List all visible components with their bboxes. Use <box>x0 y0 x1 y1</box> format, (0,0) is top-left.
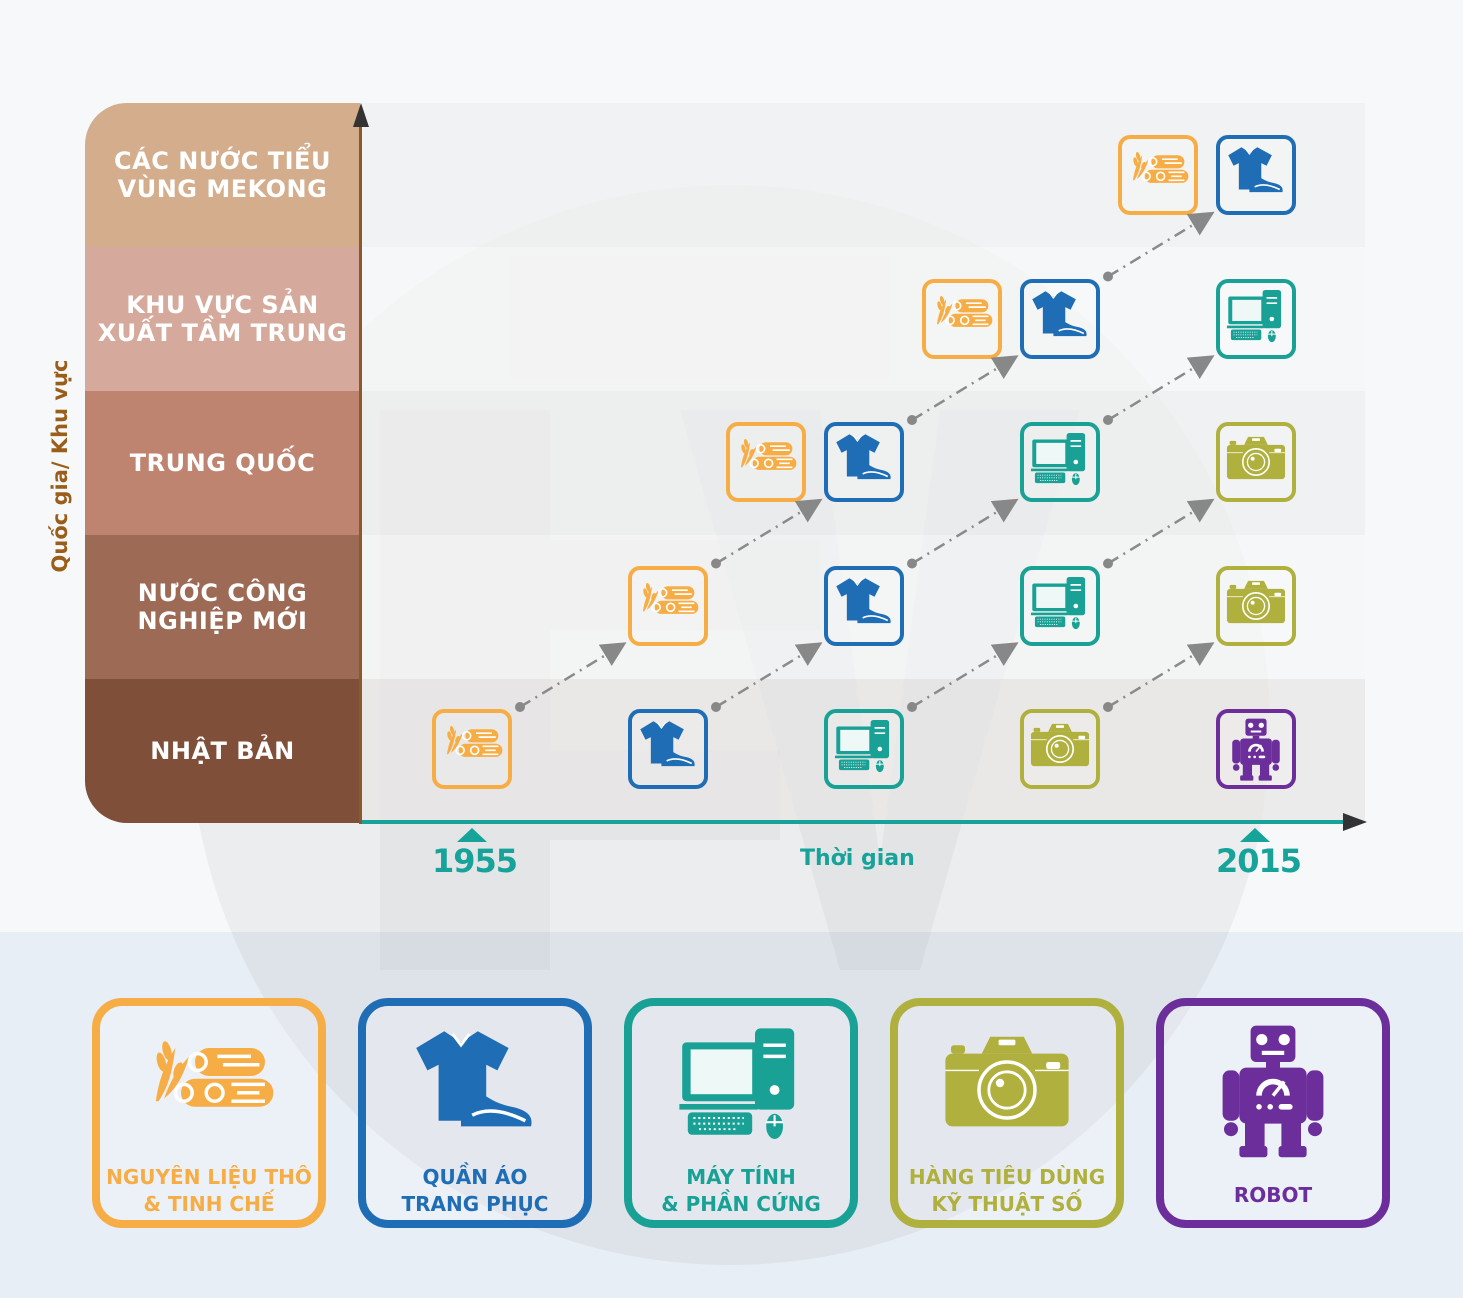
y-axis-line <box>359 112 362 824</box>
legend-label-line: ROBOT <box>1233 1183 1313 1207</box>
shirt-shoe-icon <box>1228 147 1283 193</box>
legend-label-line: QUẦN ÁO <box>422 1165 528 1189</box>
grid-cell-china-digital <box>1216 422 1296 502</box>
x-tick-start-label: 1955 <box>432 842 518 880</box>
computer-icon <box>834 719 890 773</box>
grid-cell-japan-robot <box>1216 709 1296 789</box>
x-tick-end-label: 2015 <box>1216 842 1302 880</box>
region-label-china: TRUNG QUỐC <box>85 391 360 535</box>
robot-icon <box>1222 1025 1324 1158</box>
robot-icon <box>1232 718 1280 781</box>
x-tick-start-marker <box>457 828 487 842</box>
computer-icon <box>1030 432 1086 486</box>
shirt-shoe-icon <box>836 434 891 480</box>
grid-cell-mid-computer <box>1216 278 1296 359</box>
region-label-line: NHẬT BẢN <box>150 737 295 765</box>
legend-item-computer: MÁY TÍNH & PHẦN CỨNG <box>624 998 858 1228</box>
grid-cell-mid-apparel <box>1020 278 1100 359</box>
region-label-line: NƯỚC CÔNG <box>137 579 308 607</box>
grid-cell-japan-computer <box>824 709 904 789</box>
grid-cell-china-raw <box>726 422 806 502</box>
logs-wheat-icon <box>936 295 993 327</box>
grid-cell-mekong-raw <box>1118 135 1198 215</box>
legend-label-line: NGUYÊN LIỆU THÔ <box>106 1165 312 1189</box>
legend-item-apparel: QUẦN ÁO TRANG PHỤC <box>358 998 592 1228</box>
grid-cell-nic-computer <box>1020 565 1100 646</box>
y-axis-arrow-icon <box>353 103 369 127</box>
logs-wheat-icon <box>1132 152 1189 183</box>
legend-label: ROBOT <box>1234 1182 1312 1209</box>
computer-icon <box>1030 576 1086 629</box>
logs-wheat-icon <box>446 726 503 757</box>
region-label-line: CÁC NƯỚC TIỂU <box>114 147 331 175</box>
legend-label-line: KỸ THUẬT SỐ <box>931 1192 1083 1216</box>
region-label-line: TRUNG QUỐC <box>129 449 316 477</box>
camera-icon <box>1226 580 1286 623</box>
legend-label: NGUYÊN LIỆU THÔ & TINH CHẾ <box>106 1164 312 1218</box>
legend-label: HÀNG TIÊU DÙNG KỸ THUẬT SỐ <box>909 1164 1105 1218</box>
x-tick-end-marker <box>1240 828 1270 842</box>
region-label-line: NGHIỆP MỚI <box>137 607 308 635</box>
grid-cell-china-apparel <box>824 422 904 502</box>
legend-label: MÁY TÍNH & PHẦN CỨNG <box>661 1164 821 1218</box>
legend-label-line: MÁY TÍNH <box>686 1165 796 1189</box>
plot-row-bg <box>362 247 1365 391</box>
grid-cell-mid-raw <box>922 278 1002 359</box>
legend-label-line: TRANG PHỤC <box>401 1192 549 1216</box>
legend-label-line: & PHẦN CỨNG <box>661 1192 821 1216</box>
computer-icon <box>679 1028 795 1139</box>
grid-cell-nic-apparel <box>824 565 904 646</box>
logs-wheat-icon <box>155 1041 274 1107</box>
x-axis-label: Thời gian <box>800 846 915 871</box>
logs-wheat-icon <box>642 582 699 614</box>
legend-item-robot: ROBOT <box>1156 998 1390 1228</box>
shirt-shoe-icon <box>1032 290 1087 336</box>
x-axis-arrow-icon <box>1343 813 1367 831</box>
y-axis-label: Quốc gia/ Khu vực <box>48 359 72 573</box>
shirt-shoe-icon <box>416 1031 532 1127</box>
logs-wheat-icon <box>740 439 797 470</box>
region-label-line: VÙNG MEKONG <box>117 175 328 203</box>
camera-icon <box>945 1036 1069 1127</box>
legend-label: QUẦN ÁO TRANG PHỤC <box>402 1164 549 1218</box>
shirt-shoe-icon <box>640 721 695 767</box>
plot-row-bg <box>362 103 1365 247</box>
legend-label-line: & TINH CHẾ <box>143 1192 275 1216</box>
grid-cell-china-computer <box>1020 422 1100 502</box>
camera-icon <box>1226 436 1286 480</box>
grid-cell-mekong-apparel <box>1216 135 1296 215</box>
grid-cell-japan-raw <box>432 709 512 789</box>
computer-icon <box>1226 289 1282 342</box>
grid-cell-japan-apparel <box>628 709 708 789</box>
grid-cell-nic-raw <box>628 565 708 646</box>
x-axis-line <box>362 820 1347 824</box>
region-label-line: XUẤT TẦM TRUNG <box>97 319 348 347</box>
grid-cell-nic-digital <box>1216 565 1296 646</box>
legend-item-digital: HÀNG TIÊU DÙNG KỸ THUẬT SỐ <box>890 998 1124 1228</box>
grid-cell-japan-digital <box>1020 709 1100 789</box>
legend-label-line: HÀNG TIÊU DÙNG <box>908 1165 1106 1189</box>
shirt-shoe-icon <box>836 577 891 623</box>
legend-item-raw: NGUYÊN LIỆU THÔ & TINH CHẾ <box>92 998 326 1228</box>
region-label-japan: NHẬT BẢN <box>85 679 360 823</box>
region-label-line: KHU VỰC SẢN <box>126 291 319 319</box>
camera-icon <box>1030 723 1090 767</box>
